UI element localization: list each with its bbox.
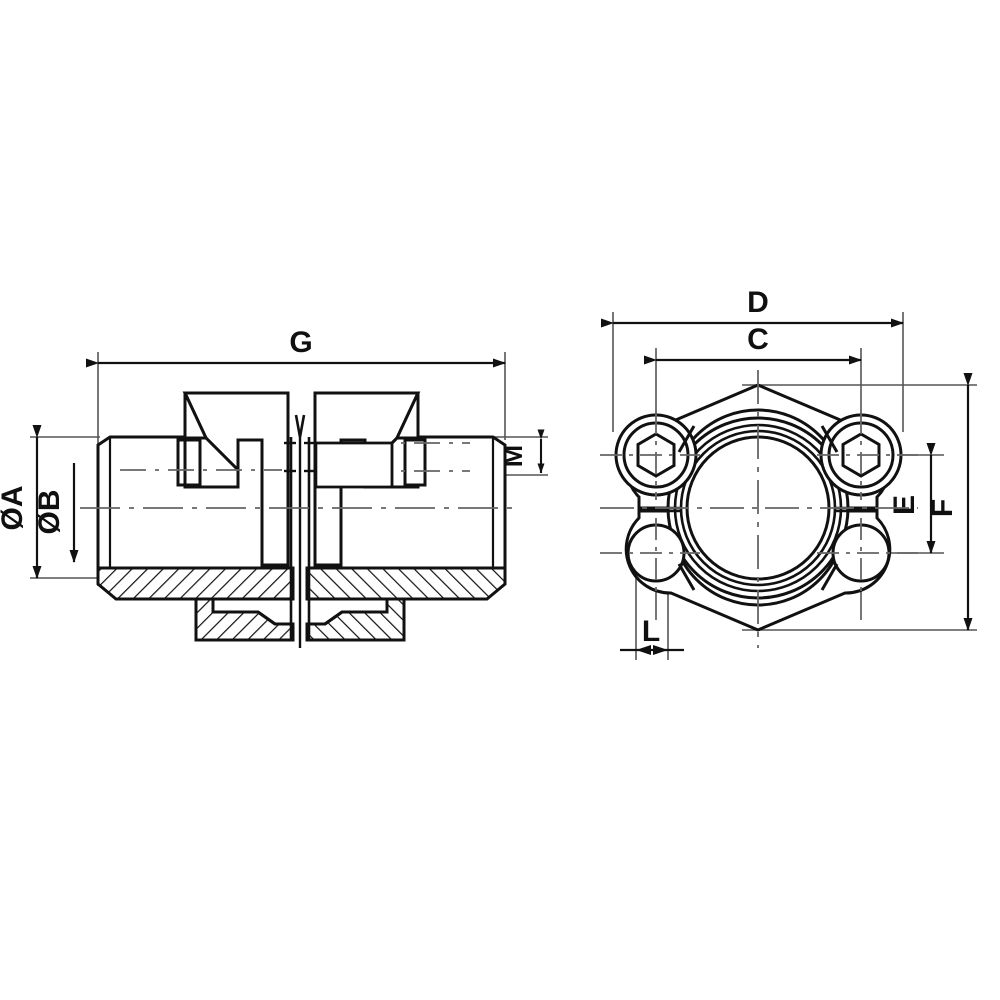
dimension-g-label: G bbox=[289, 326, 312, 359]
bolt-head-right bbox=[403, 438, 427, 487]
section-hatch-right bbox=[305, 566, 507, 642]
hatch-tube-wall-left bbox=[96, 566, 295, 601]
rib-upper-right bbox=[820, 425, 839, 453]
dimension-l-label: L bbox=[642, 615, 660, 648]
flange-ribs bbox=[677, 425, 839, 591]
dimension-e: E bbox=[888, 443, 936, 554]
hatch-tube-wall-right bbox=[305, 566, 507, 601]
dimension-e-label: E bbox=[888, 495, 921, 515]
threaded-stub bbox=[314, 441, 394, 489]
dimension-b-label: ØB bbox=[33, 490, 66, 535]
central-split-joint bbox=[284, 393, 317, 648]
rib-lower-right bbox=[820, 563, 839, 591]
dimension-d-label: D bbox=[747, 286, 769, 319]
section-hatch-left bbox=[96, 566, 295, 642]
rib-upper-left bbox=[677, 425, 696, 453]
rib-lower-left bbox=[677, 563, 696, 591]
hatch-flange-left-outline bbox=[194, 597, 295, 642]
dimension-l-arrow-left bbox=[636, 645, 651, 655]
dimension-c-label: C bbox=[747, 323, 769, 356]
hatch-flange-right-outline bbox=[305, 597, 406, 642]
clamp-left-recess bbox=[183, 436, 240, 489]
centre-lines-end-view bbox=[600, 370, 918, 648]
dimension-l: L bbox=[620, 615, 684, 655]
dimension-c: C bbox=[644, 323, 862, 365]
dimension-a: ØA bbox=[0, 425, 42, 579]
dimension-d: D bbox=[601, 286, 904, 328]
end-view: D C F E L bbox=[600, 286, 977, 660]
dimension-a-label: ØA bbox=[0, 486, 29, 531]
dimension-b: ØB bbox=[33, 463, 79, 563]
side-sectional-view: G ØA ØB M bbox=[0, 326, 548, 648]
bolt-head-left bbox=[176, 438, 202, 487]
stub-body bbox=[314, 441, 394, 489]
dimension-l-arrow-right bbox=[653, 645, 668, 655]
dimension-g: G bbox=[86, 326, 506, 368]
